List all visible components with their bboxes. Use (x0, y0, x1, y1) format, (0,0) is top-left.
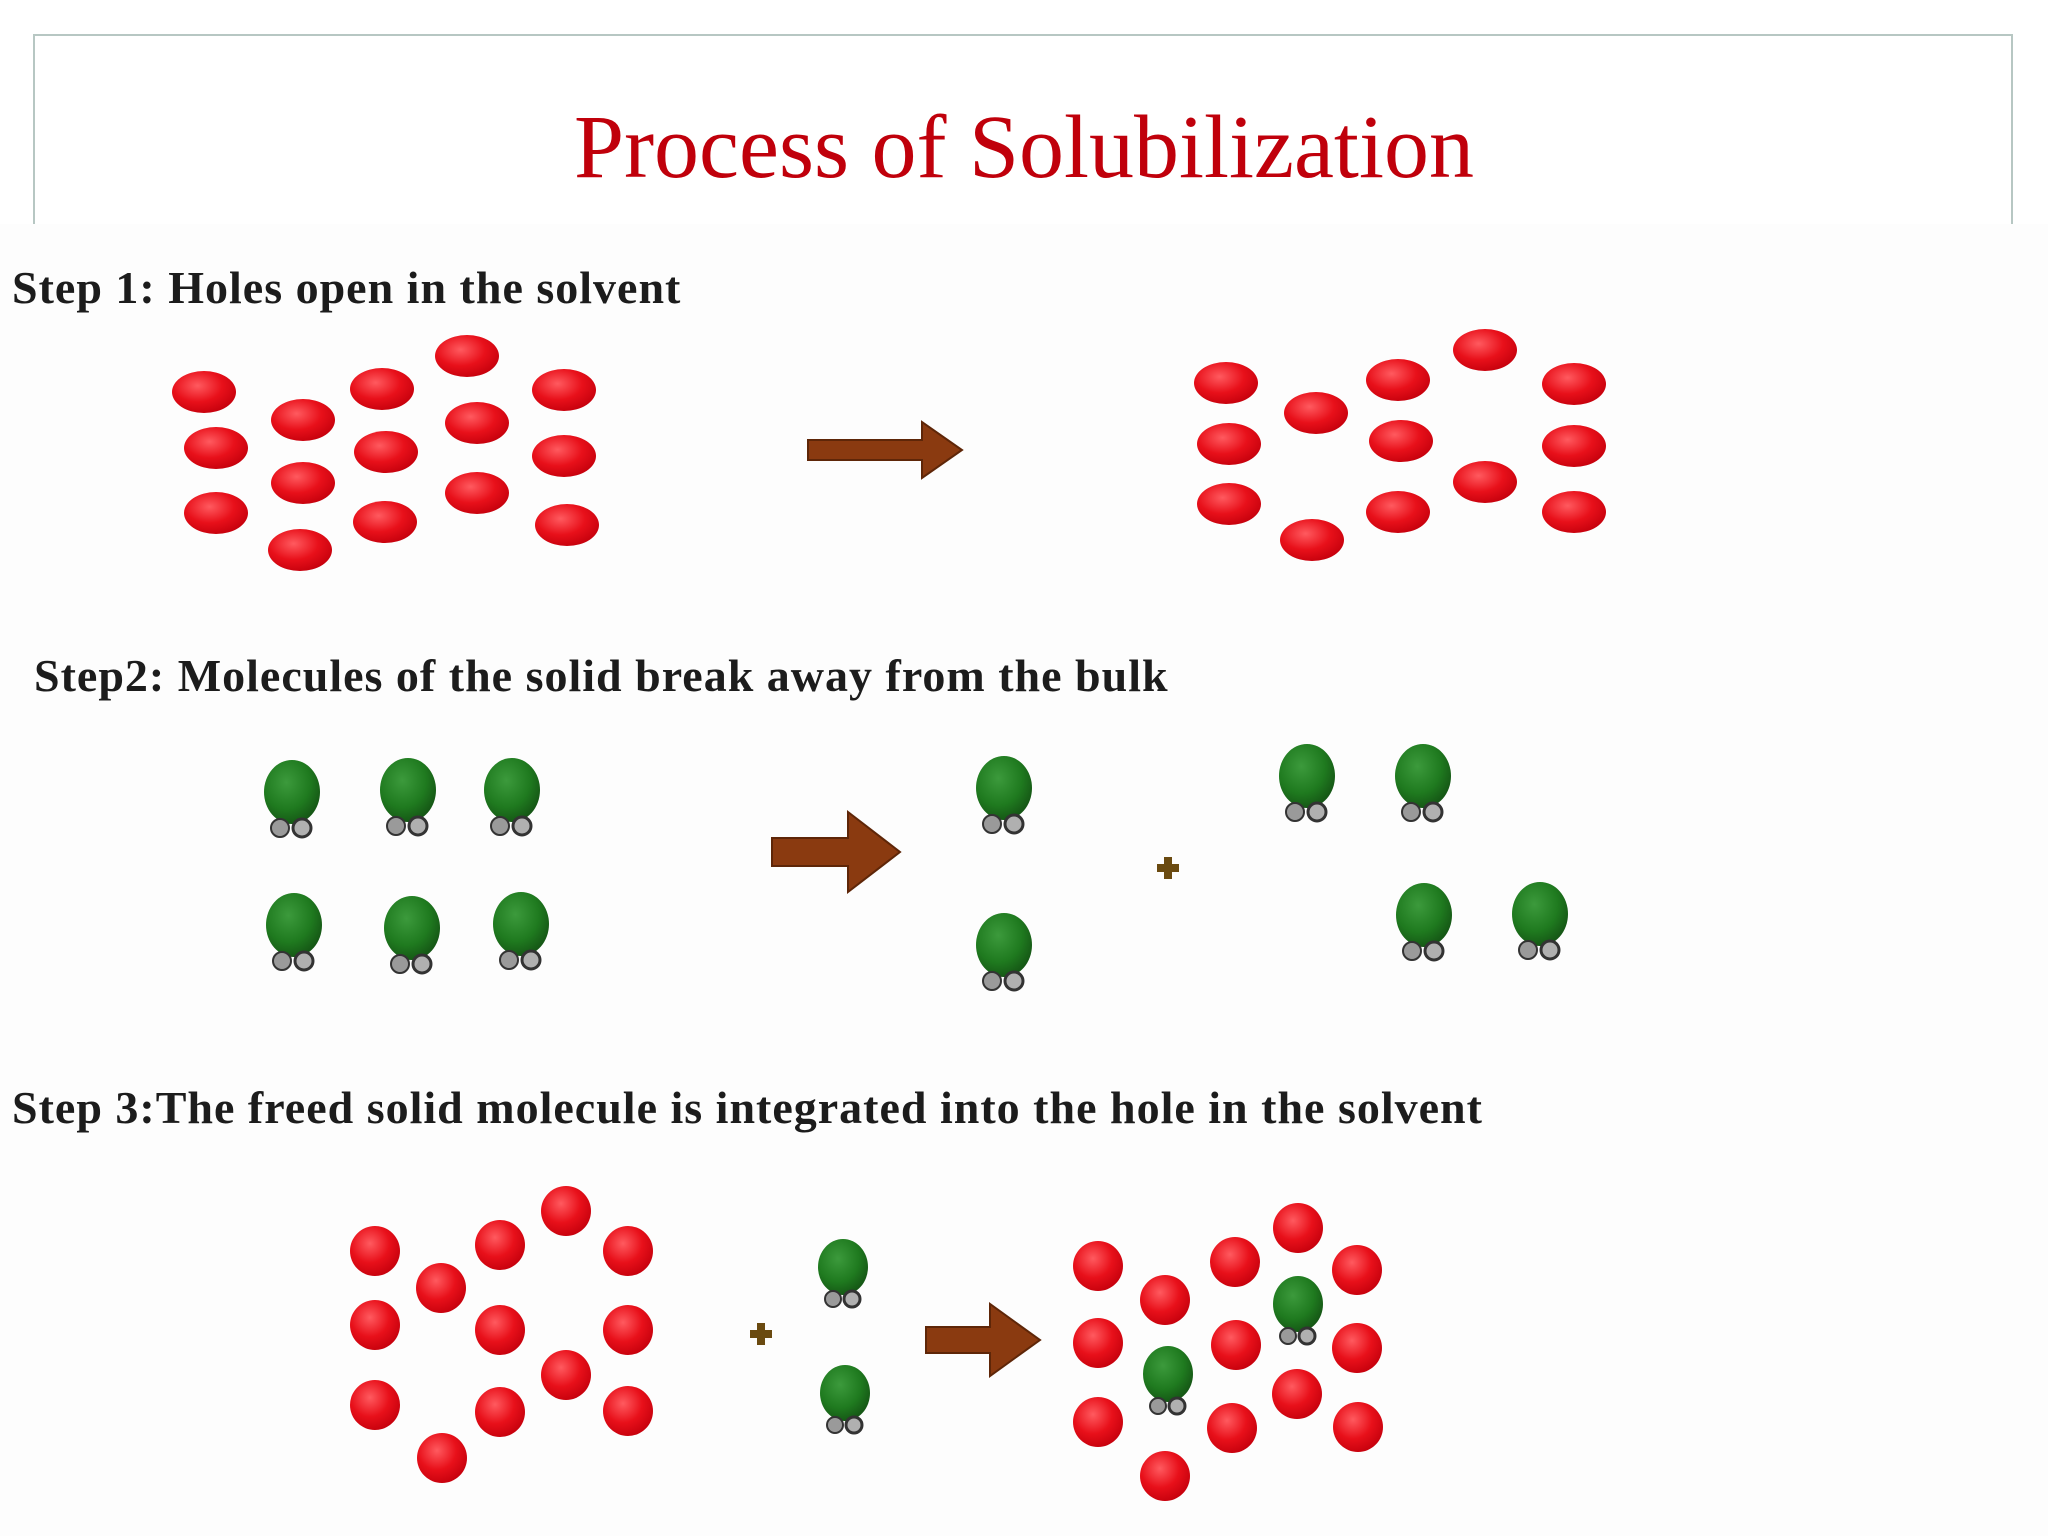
solvent-particle (445, 472, 509, 514)
solvent-particle (350, 1380, 400, 1430)
solvent-particle (603, 1226, 653, 1276)
solvent-particle (1369, 420, 1433, 462)
step2-free-molecules (976, 756, 1032, 992)
solvent-particle (1280, 519, 1344, 561)
solvent-particle (1197, 483, 1261, 525)
solvent-particle (271, 462, 335, 504)
solute-molecule (484, 758, 540, 837)
solute-molecule (820, 1365, 870, 1435)
solvent-particle (475, 1220, 525, 1270)
step3-free-molecules (818, 1239, 870, 1435)
solvent-particle (268, 529, 332, 571)
step1-arrow (807, 420, 964, 480)
solvent-particle (1194, 362, 1258, 404)
slide-title-frame (33, 34, 2013, 230)
solvent-particle (172, 371, 236, 413)
solvent-particle (184, 492, 248, 534)
solvent-particle (1073, 1241, 1123, 1291)
solvent-particle (1207, 1403, 1257, 1453)
solvent-particle (1542, 425, 1606, 467)
step1-solvent-after (1194, 329, 1606, 561)
solvent-particle (1073, 1318, 1123, 1368)
solute-molecule (384, 896, 440, 975)
plus-sign (750, 1323, 772, 1345)
solvent-particle (1197, 423, 1261, 465)
solvent-particle (1333, 1402, 1383, 1452)
solute-molecule (1279, 744, 1335, 823)
solvent-particle (184, 427, 248, 469)
solvent-particle (532, 369, 596, 411)
solvent-particle (354, 431, 418, 473)
solute-molecule (976, 913, 1032, 992)
solvent-particle (350, 368, 414, 410)
step3-solution (1073, 1203, 1383, 1501)
plus-sign (1157, 857, 1179, 879)
solvent-particle (350, 1300, 400, 1350)
slide-title: Process of Solubilization (574, 98, 1474, 197)
solvent-particle (435, 335, 499, 377)
solvent-particle (1332, 1245, 1382, 1295)
solute-molecule (1512, 882, 1568, 961)
step3-solvent-with-holes (350, 1186, 653, 1483)
solvent-particle (1273, 1203, 1323, 1253)
step1-solvent-before (172, 335, 599, 571)
solvent-particle (1542, 363, 1606, 405)
solute-molecule (1396, 883, 1452, 962)
solvent-particle (445, 402, 509, 444)
integrated-solute-molecule (1273, 1276, 1323, 1346)
solvent-particle (1210, 1237, 1260, 1287)
solvent-particle (532, 435, 596, 477)
solvent-particle (350, 1226, 400, 1276)
solvent-particle (603, 1386, 653, 1436)
solvent-particle (1366, 359, 1430, 401)
solvent-particle (416, 1263, 466, 1313)
solvent-particle (1140, 1275, 1190, 1325)
solvent-particle (535, 504, 599, 546)
solvent-particle (475, 1305, 525, 1355)
solute-molecule (264, 760, 320, 839)
solvent-particle (1211, 1320, 1261, 1370)
step-3-label: Step 3:The freed solid molecule is integ… (12, 1082, 1483, 1133)
step-2-label: Step2: Molecules of the solid break away… (34, 650, 1169, 701)
solvent-particle (353, 501, 417, 543)
step2-remaining-bulk (1279, 744, 1568, 962)
solute-molecule (493, 892, 549, 971)
solvent-particle (1366, 491, 1430, 533)
solvent-particle (603, 1305, 653, 1355)
solvent-particle (1073, 1397, 1123, 1447)
solvent-particle (1272, 1369, 1322, 1419)
solvent-particle (1332, 1323, 1382, 1373)
solute-molecule (266, 893, 322, 972)
solvent-particle (1453, 461, 1517, 503)
solute-molecule (976, 756, 1032, 835)
solvent-particle (271, 399, 335, 441)
solvent-particle (541, 1186, 591, 1236)
solvent-particle (541, 1350, 591, 1400)
solute-molecule (818, 1239, 868, 1309)
integrated-solute-molecule (1143, 1346, 1193, 1416)
solvent-particle (417, 1433, 467, 1483)
solute-molecule (1395, 744, 1451, 823)
step2-arrow (771, 809, 902, 895)
step2-solid-bulk (264, 758, 549, 975)
solute-molecule (380, 758, 436, 837)
step3-arrow (925, 1302, 1042, 1378)
solvent-particle (1542, 491, 1606, 533)
diagram-panel (0, 224, 2048, 1536)
solvent-particle (1284, 392, 1348, 434)
solvent-particle (1140, 1451, 1190, 1501)
solvent-particle (1453, 329, 1517, 371)
step-1-label: Step 1: Holes open in the solvent (12, 262, 682, 313)
solvent-particle (475, 1387, 525, 1437)
